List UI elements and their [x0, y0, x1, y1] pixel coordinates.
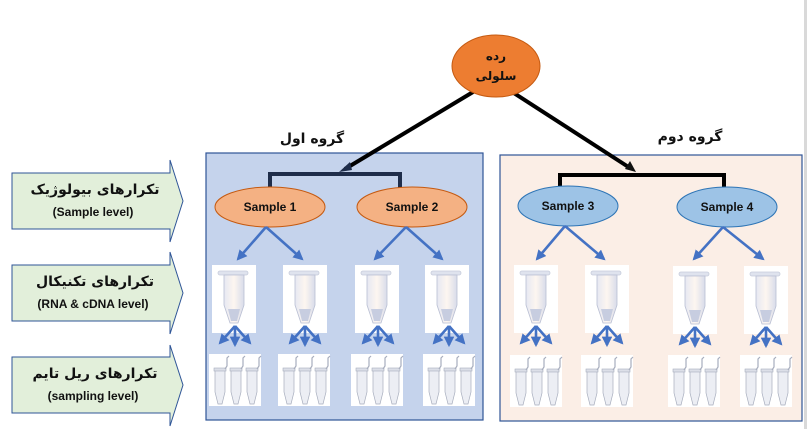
arrowhead-icon: [339, 162, 352, 172]
microcentrifuge-tube-icon: [423, 354, 475, 406]
level-subtitle: (RNA & cDNA level): [37, 297, 148, 311]
sample-arrows: [236, 225, 765, 261]
window-edge: [804, 0, 807, 429]
microcentrifuge-tube-icon: [584, 264, 630, 334]
microcentrifuge-tube-icon: [278, 354, 330, 406]
level-subtitle: (sampling level): [48, 389, 139, 403]
sample-label: Sample 1: [244, 200, 297, 214]
microcentrifuge-tube-icon: [282, 264, 328, 334]
group-1-title: گروه اول: [280, 130, 345, 147]
bracket-group-1: [268, 172, 402, 195]
arrowhead-icon: [625, 161, 636, 172]
sample-node: Sample 4: [676, 186, 778, 228]
sample-node: Sample 1: [214, 186, 326, 228]
level-title: تکرارهای ریل تایم: [32, 366, 157, 382]
level-technical: تکرارهای تکنیکال (RNA & cDNA level): [11, 251, 184, 335]
sample-node: Sample 3: [517, 185, 619, 227]
root-node: رده سلولی: [451, 34, 541, 98]
sample-label: Sample 4: [701, 200, 754, 214]
microcentrifuge-tube-icon: [743, 265, 789, 335]
microcentrifuge-tube-icon: [668, 355, 720, 407]
sample-label: Sample 3: [542, 199, 595, 213]
microcentrifuge-tube-icon: [581, 355, 633, 407]
microcentrifuge-tube-icon: [351, 354, 403, 406]
sample-label: Sample 2: [386, 200, 439, 214]
microcentrifuge-tube-icon: [510, 355, 562, 407]
microcentrifuge-tube-icon: [354, 264, 400, 334]
level-realtime: تکرارهای ریل تایم (sampling level): [11, 344, 184, 427]
level-subtitle: (Sample level): [53, 205, 134, 219]
microcentrifuge-tube-icon: [211, 264, 257, 334]
sample-node: Sample 2: [356, 186, 468, 228]
bracket-group-2: [558, 173, 726, 193]
microcentrifuge-tube-icon: [672, 265, 718, 335]
level-title: تکرارهای تکنیکال: [36, 274, 154, 290]
connector-line: [343, 84, 485, 171]
microcentrifuge-tube-icon: [424, 264, 470, 334]
microcentrifuge-tube-icon: [513, 264, 559, 334]
connector-line: [501, 84, 632, 170]
microcentrifuge-tube-icon: [209, 354, 261, 406]
group-2-title: گروه دوم: [658, 128, 724, 145]
level-title: تکرارهای بیولوژیک: [30, 182, 159, 198]
root-line-1: رده: [486, 49, 506, 63]
level-biological: تکرارهای بیولوژیک (Sample level): [11, 159, 184, 243]
microcentrifuge-tube-icon: [740, 355, 792, 407]
root-line-2: سلولی: [476, 69, 517, 84]
